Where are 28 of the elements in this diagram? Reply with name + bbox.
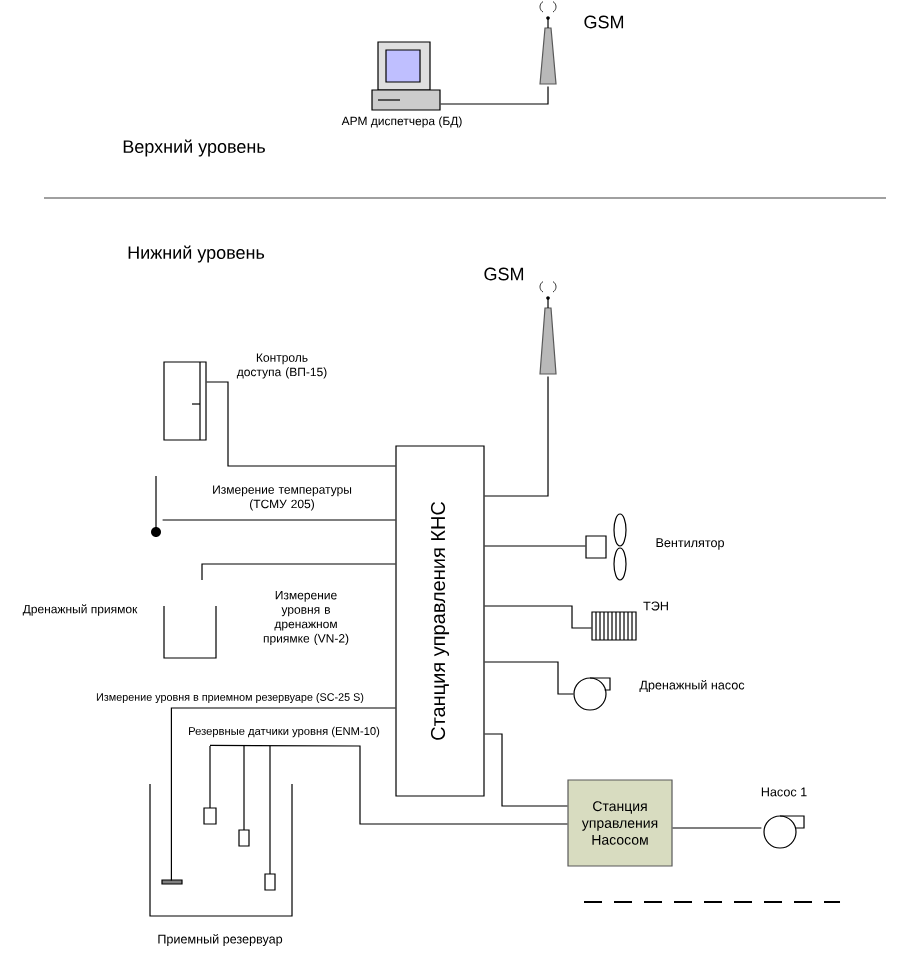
level-heading: Нижний уровень	[128, 245, 265, 263]
antenna-icon	[539, 281, 557, 375]
door-drawing	[163, 361, 207, 441]
connector-line	[484, 545, 586, 547]
connector-line	[484, 661, 574, 695]
connector-line	[206, 381, 396, 467]
connector-line	[209, 744, 568, 825]
temperature-sensor-drawing	[151, 475, 161, 537]
reservoir-drawing	[149, 745, 293, 917]
connector-line	[170, 707, 396, 882]
connector-line	[484, 733, 568, 807]
connector-line	[201, 563, 396, 581]
control-station-box: Станция управления КНС	[395, 445, 485, 797]
drainage-pit-drawing	[163, 605, 217, 659]
computer-drawing	[371, 41, 441, 111]
connector-line	[440, 86, 549, 105]
fan-icon	[585, 513, 627, 581]
heater-icon	[591, 611, 637, 641]
antenna-icon	[539, 1, 557, 85]
pump-icon	[763, 815, 805, 849]
antenna-label: GSM	[484, 267, 524, 281]
connector-line	[672, 827, 762, 829]
connector-line	[162, 519, 396, 521]
connector-line	[484, 605, 592, 629]
antenna-label: GSM	[584, 15, 624, 29]
connector-line	[484, 376, 549, 497]
level-heading: Верхний уровень	[123, 139, 265, 157]
pump-icon	[573, 677, 611, 711]
